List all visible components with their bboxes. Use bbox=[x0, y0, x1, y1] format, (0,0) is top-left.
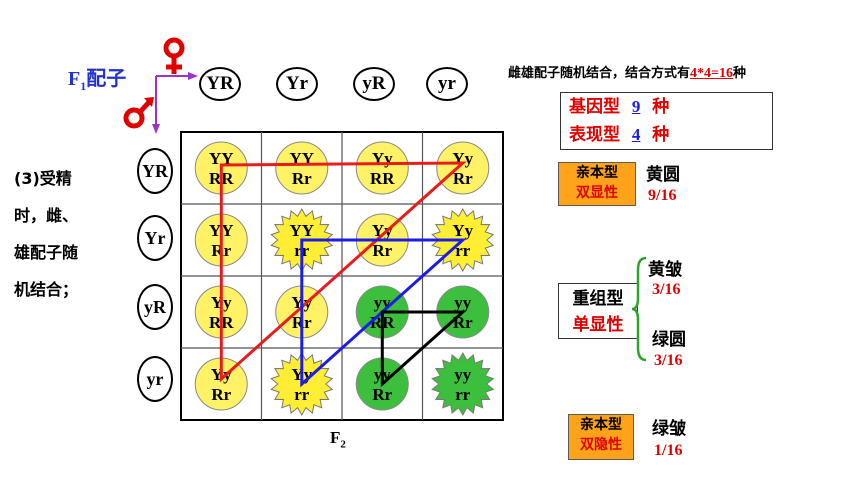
recombinant-box: 重组型 单显性 bbox=[558, 283, 638, 339]
genotype-bottom: rr bbox=[294, 385, 310, 404]
genotype-bottom: Rr bbox=[372, 385, 392, 404]
ratio-green-round: 3/16 bbox=[654, 352, 683, 369]
recombinant-brace bbox=[631, 256, 647, 362]
f1-gamete-label: F1配子 bbox=[68, 66, 127, 93]
genotype-top: Yy bbox=[372, 221, 393, 240]
genotype-top: YY bbox=[289, 221, 314, 240]
phenotype-green-wrinkled: 绿皱 bbox=[652, 419, 686, 439]
black-triangle bbox=[380, 310, 467, 388]
top-gamete-yR: yR bbox=[353, 67, 395, 101]
genotype-bottom: Rr bbox=[211, 385, 231, 404]
genotype-bottom: RR bbox=[370, 169, 395, 188]
genotype-bottom: Rr bbox=[372, 241, 392, 260]
left-gamete-yR: yR bbox=[137, 284, 173, 330]
round-seed-icon bbox=[275, 141, 329, 195]
genotype-bottom: Rr bbox=[292, 169, 312, 188]
ratio-yellow-round: 9/16 bbox=[648, 187, 677, 204]
top-gamete-YR: YR bbox=[199, 67, 241, 101]
genotype-top: yy bbox=[454, 293, 472, 312]
male-symbol-icon bbox=[123, 97, 154, 129]
genotype-top: Yy bbox=[452, 221, 473, 240]
phenotype-count: 表现型 4 种 bbox=[569, 125, 670, 145]
parental-dominant-tag: 亲本型 双显性 bbox=[558, 162, 636, 206]
phenotype-yellow-round: 黄圆 bbox=[646, 165, 680, 185]
round-seed-icon bbox=[355, 141, 409, 195]
phenotype-green-round: 绿圆 bbox=[652, 330, 686, 350]
genotype-bottom: Rr bbox=[453, 313, 473, 332]
genotype-bottom: rr bbox=[455, 241, 471, 260]
genotype-top: yy bbox=[454, 365, 472, 384]
female-symbol-icon bbox=[163, 37, 185, 74]
left-gamete-Yr: Yr bbox=[137, 215, 173, 261]
genotype-count: 基因型 9 种 bbox=[569, 97, 670, 117]
top-gamete-yr: yr bbox=[426, 67, 468, 101]
genotype-top: YY bbox=[209, 149, 234, 168]
f2-label: F2 bbox=[330, 428, 346, 451]
ratio-green-wrinkled: 1/16 bbox=[654, 442, 683, 459]
combination-headline: 雌雄配子随机结合，结合方式有4*4=16种 bbox=[508, 66, 747, 81]
ratio-yellow-wrinkled: 3/16 bbox=[652, 281, 681, 298]
genotype-bottom: rr bbox=[455, 385, 471, 404]
top-gamete-Yr: Yr bbox=[276, 67, 318, 101]
red-triangle bbox=[219, 161, 467, 383]
round-seed-icon bbox=[436, 141, 490, 195]
left-gamete-yr: yr bbox=[137, 356, 173, 402]
genotype-bottom: Rr bbox=[453, 169, 473, 188]
wrinkled-seed-icon bbox=[431, 351, 495, 417]
sex-symbols bbox=[123, 37, 198, 134]
left-gamete-YR: YR bbox=[137, 148, 173, 194]
genotype-top: yy bbox=[374, 293, 392, 312]
type-count-box: 基因型 9 种 表现型 4 种 bbox=[560, 92, 773, 150]
parental-recessive-tag: 亲本型 双隐性 bbox=[568, 414, 634, 460]
phenotype-yellow-wrinkled: 黄皱 bbox=[648, 260, 682, 280]
gamete-direction-arrows bbox=[152, 72, 198, 134]
step-description: (3)受精 时，雌、 雄配子随 机结合； bbox=[14, 169, 79, 299]
genotype-top: Yy bbox=[452, 149, 473, 168]
